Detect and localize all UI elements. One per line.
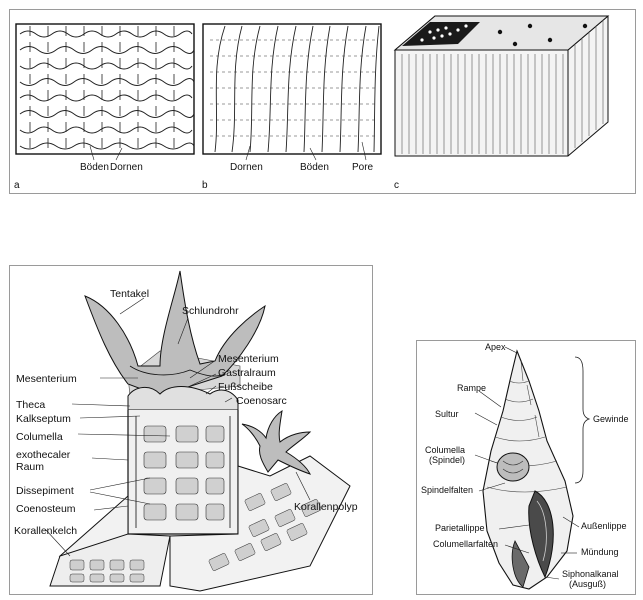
panel-b-label-pore: Pore [352, 162, 374, 173]
label-columella-shell: Columella [425, 445, 465, 455]
label-columellarfalten: Columellarfalten [433, 539, 498, 549]
panel-b-letter: b [202, 180, 208, 191]
panel-c-block-illustration [393, 15, 610, 157]
label-aussenlippe: Außenlippe [581, 521, 627, 531]
shell-diagram-panel: Apex Rampe Sultur Gewinde Columella (Spi… [416, 340, 636, 595]
label-theca: Theca [16, 399, 45, 411]
gewinde-brace [574, 356, 591, 484]
label-parietallippe: Parietallippe [435, 523, 485, 533]
top-figure-panel: Böden Dornen a Dornen Böden [9, 9, 636, 194]
label-spindelfalten: Spindelfalten [421, 485, 473, 495]
panel-b-label-dornen: Dornen [230, 162, 263, 173]
coral-diagram-svg: Tentakel Schlundrohr Mesenterium Mesente… [14, 270, 358, 592]
coral-diagram-panel: Tentakel Schlundrohr Mesenterium Mesente… [9, 265, 373, 595]
coral-leader-lines [45, 297, 311, 557]
shell-leader-lines [474, 346, 580, 580]
label-spindel: (Spindel) [429, 455, 465, 465]
panel-b-longitudinal-texture [202, 23, 382, 161]
label-schlundrohr: Schlundrohr [182, 305, 239, 317]
top-figure-svg: Böden Dornen a Dornen Böden [14, 15, 610, 191]
label-apex: Apex [485, 342, 506, 352]
label-mesenterium-right: Mesenterium [218, 353, 279, 365]
label-sultur: Sultur [435, 409, 459, 419]
label-coenosarc: Coenosarc [236, 395, 287, 407]
label-ausguss: (Ausguß) [569, 579, 606, 589]
label-raum: Raum [16, 461, 44, 473]
label-gewinde: Gewinde [593, 414, 629, 424]
panel-b-label-boeden: Böden [300, 162, 329, 173]
coral-body-illustration [49, 270, 351, 592]
label-tentakel: Tentakel [110, 288, 149, 300]
panel-c-letter: c [394, 180, 399, 191]
label-korallenpolyp: Korallenpolyp [294, 501, 358, 513]
label-mesenterium-left: Mesenterium [16, 373, 77, 385]
label-fussscheibe: Fußscheibe [218, 381, 273, 393]
shell-diagram-svg: Apex Rampe Sultur Gewinde Columella (Spi… [421, 342, 629, 590]
shell-illustration [482, 349, 574, 590]
label-dissepiment: Dissepiment [16, 485, 74, 497]
label-gastralraum: Gastralraum [218, 367, 276, 379]
label-korallenkelch: Korallenkelch [14, 525, 77, 537]
label-coenosteum: Coenosteum [16, 503, 76, 515]
label-columella: Columella [16, 431, 63, 443]
label-siphonalkanal: Siphonalkanal [562, 569, 619, 579]
label-exothecaler: exothecaler [16, 449, 71, 461]
label-muendung: Mündung [581, 547, 619, 557]
label-rampe: Rampe [457, 383, 486, 393]
label-kalkseptum: Kalkseptum [16, 413, 71, 425]
panel-a-letter: a [14, 180, 20, 191]
panel-a-cellular-texture [15, 23, 195, 161]
panel-a-label-boeden: Böden [80, 162, 109, 173]
panel-a-label-dornen: Dornen [110, 162, 143, 173]
